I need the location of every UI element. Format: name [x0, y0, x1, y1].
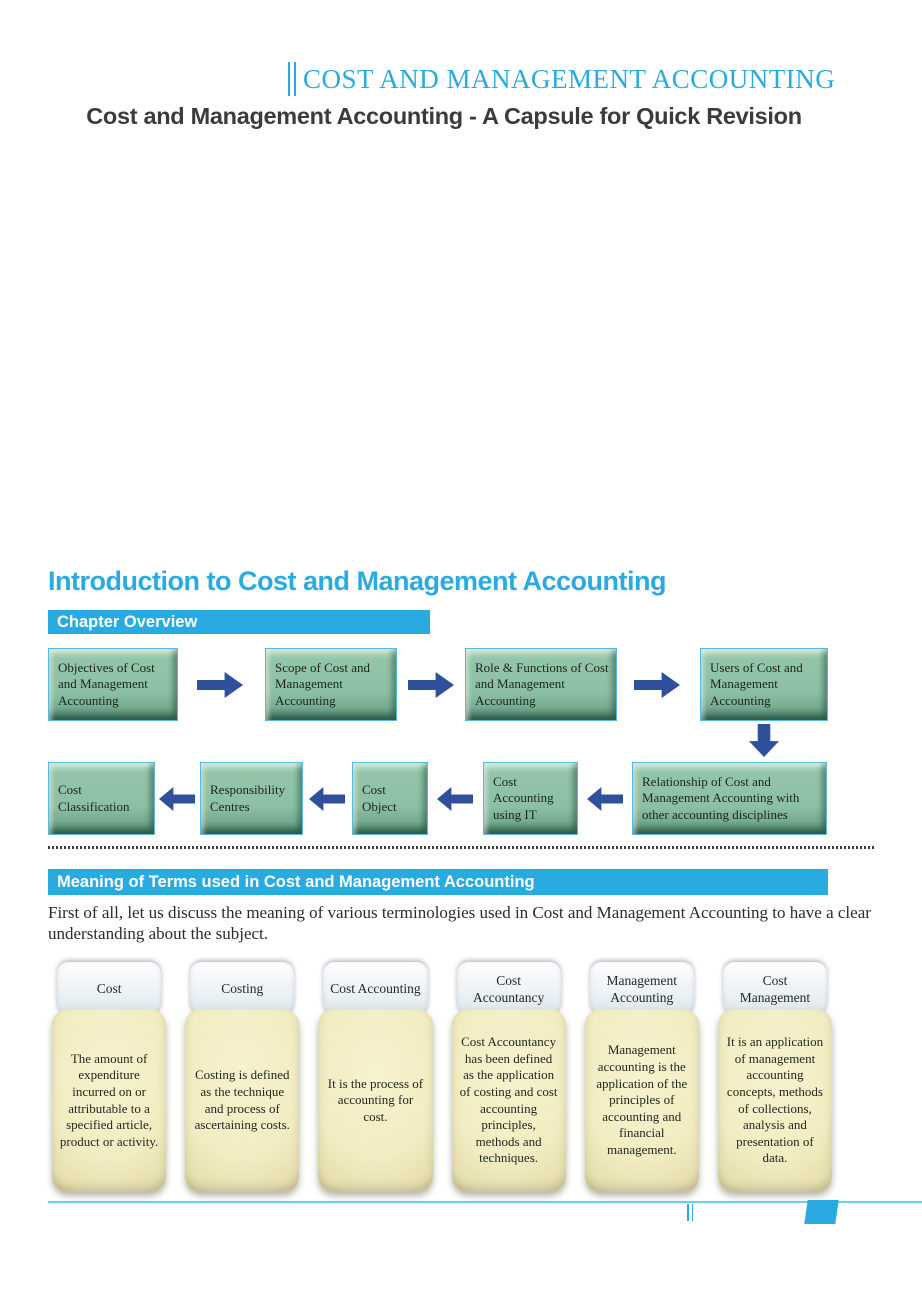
term-card-cost-accounting: Cost Accounting It is the process of acc…	[318, 962, 433, 1192]
section-title-introduction: Introduction to Cost and Management Acco…	[48, 566, 666, 596]
term-description: Management accounting is the application…	[584, 1009, 699, 1192]
flow-box-role-functions: Role & Functions of Cost and Management …	[465, 648, 617, 721]
flow-box-label: Cost Accounting using IT	[493, 774, 554, 822]
term-title: Cost Management	[722, 962, 828, 1017]
term-description: It is an application of management accou…	[717, 1009, 833, 1192]
flow-box-label: Cost Classification	[58, 782, 130, 814]
arrow-left-icon	[437, 787, 473, 811]
flow-box-cost-classification: Cost Classification	[48, 762, 155, 835]
term-card-cost-management: Cost Management It is an application of …	[717, 962, 833, 1192]
footer-page-tag	[804, 1200, 839, 1224]
term-title: Management Accounting	[589, 962, 694, 1017]
arrow-down-icon	[749, 724, 779, 757]
term-card-management-accounting: Management Accounting Management account…	[584, 962, 699, 1192]
term-card-cost: Cost The amount of expenditure incurred …	[52, 962, 167, 1192]
term-description: The amount of expenditure incurred on or…	[52, 1009, 167, 1192]
arrow-right-icon	[197, 672, 243, 698]
flow-box-scope: Scope of Cost and Management Accounting	[265, 648, 397, 721]
flow-box-cost-accounting-it: Cost Accounting using IT	[483, 762, 578, 835]
flow-box-cost-object: Cost Object	[352, 762, 428, 835]
doc-subtitle: Cost and Management Accounting - A Capsu…	[86, 103, 802, 129]
term-title: Costing	[190, 962, 295, 1017]
chapter-overview-flowchart: Objectives of Cost and Management Accoun…	[0, 648, 922, 835]
flow-box-label: Users of Cost and Management Accounting	[710, 660, 803, 708]
flow-box-relationship: Relationship of Cost and Management Acco…	[632, 762, 827, 835]
term-description: Cost Accountancy has been defined as the…	[451, 1009, 566, 1192]
flow-box-label: Responsibility Centres	[210, 782, 286, 814]
footer-rule	[48, 1201, 922, 1203]
flow-box-users: Users of Cost and Management Accounting	[700, 648, 828, 721]
arrow-left-icon	[309, 787, 345, 811]
flow-box-label: Objectives of Cost and Management Accoun…	[58, 660, 155, 708]
footer-double-bar-icon	[687, 1204, 693, 1221]
flow-box-label: Scope of Cost and Management Accounting	[275, 660, 370, 708]
flow-box-responsibility-centres: Responsibility Centres	[200, 762, 303, 835]
term-card-costing: Costing Costing is defined as the techni…	[185, 962, 300, 1192]
term-cards-row: Cost The amount of expenditure incurred …	[52, 962, 833, 1192]
term-title: Cost	[57, 962, 162, 1017]
double-bar-icon	[288, 62, 296, 96]
arrow-left-icon	[159, 787, 195, 811]
flow-box-label: Relationship of Cost and Management Acco…	[642, 774, 800, 822]
term-card-cost-accountancy: Cost Accountancy Cost Accountancy has be…	[451, 962, 566, 1192]
arrow-left-icon	[587, 787, 623, 811]
arrow-right-icon	[408, 672, 454, 698]
flow-box-label: Cost Object	[362, 782, 397, 814]
meaning-of-terms-banner: Meaning of Terms used in Cost and Manage…	[48, 869, 828, 895]
meaning-intro-paragraph: First of all, let us discuss the meaning…	[48, 903, 871, 943]
chapter-overview-banner: Chapter Overview	[48, 610, 430, 634]
term-title: Cost Accountancy	[456, 962, 561, 1017]
doc-header: COST AND MANAGEMENT ACCOUNTING	[288, 62, 835, 96]
term-description: Costing is defined as the technique and …	[185, 1009, 300, 1192]
dotted-separator	[48, 846, 874, 849]
arrow-right-icon	[634, 672, 680, 698]
term-title: Cost Accounting	[323, 962, 428, 1017]
term-description: It is the process of accounting for cost…	[318, 1009, 433, 1192]
doc-title: COST AND MANAGEMENT ACCOUNTING	[303, 63, 836, 94]
flow-box-objectives: Objectives of Cost and Management Accoun…	[48, 648, 178, 721]
flow-box-label: Role & Functions of Cost and Management …	[475, 660, 609, 708]
